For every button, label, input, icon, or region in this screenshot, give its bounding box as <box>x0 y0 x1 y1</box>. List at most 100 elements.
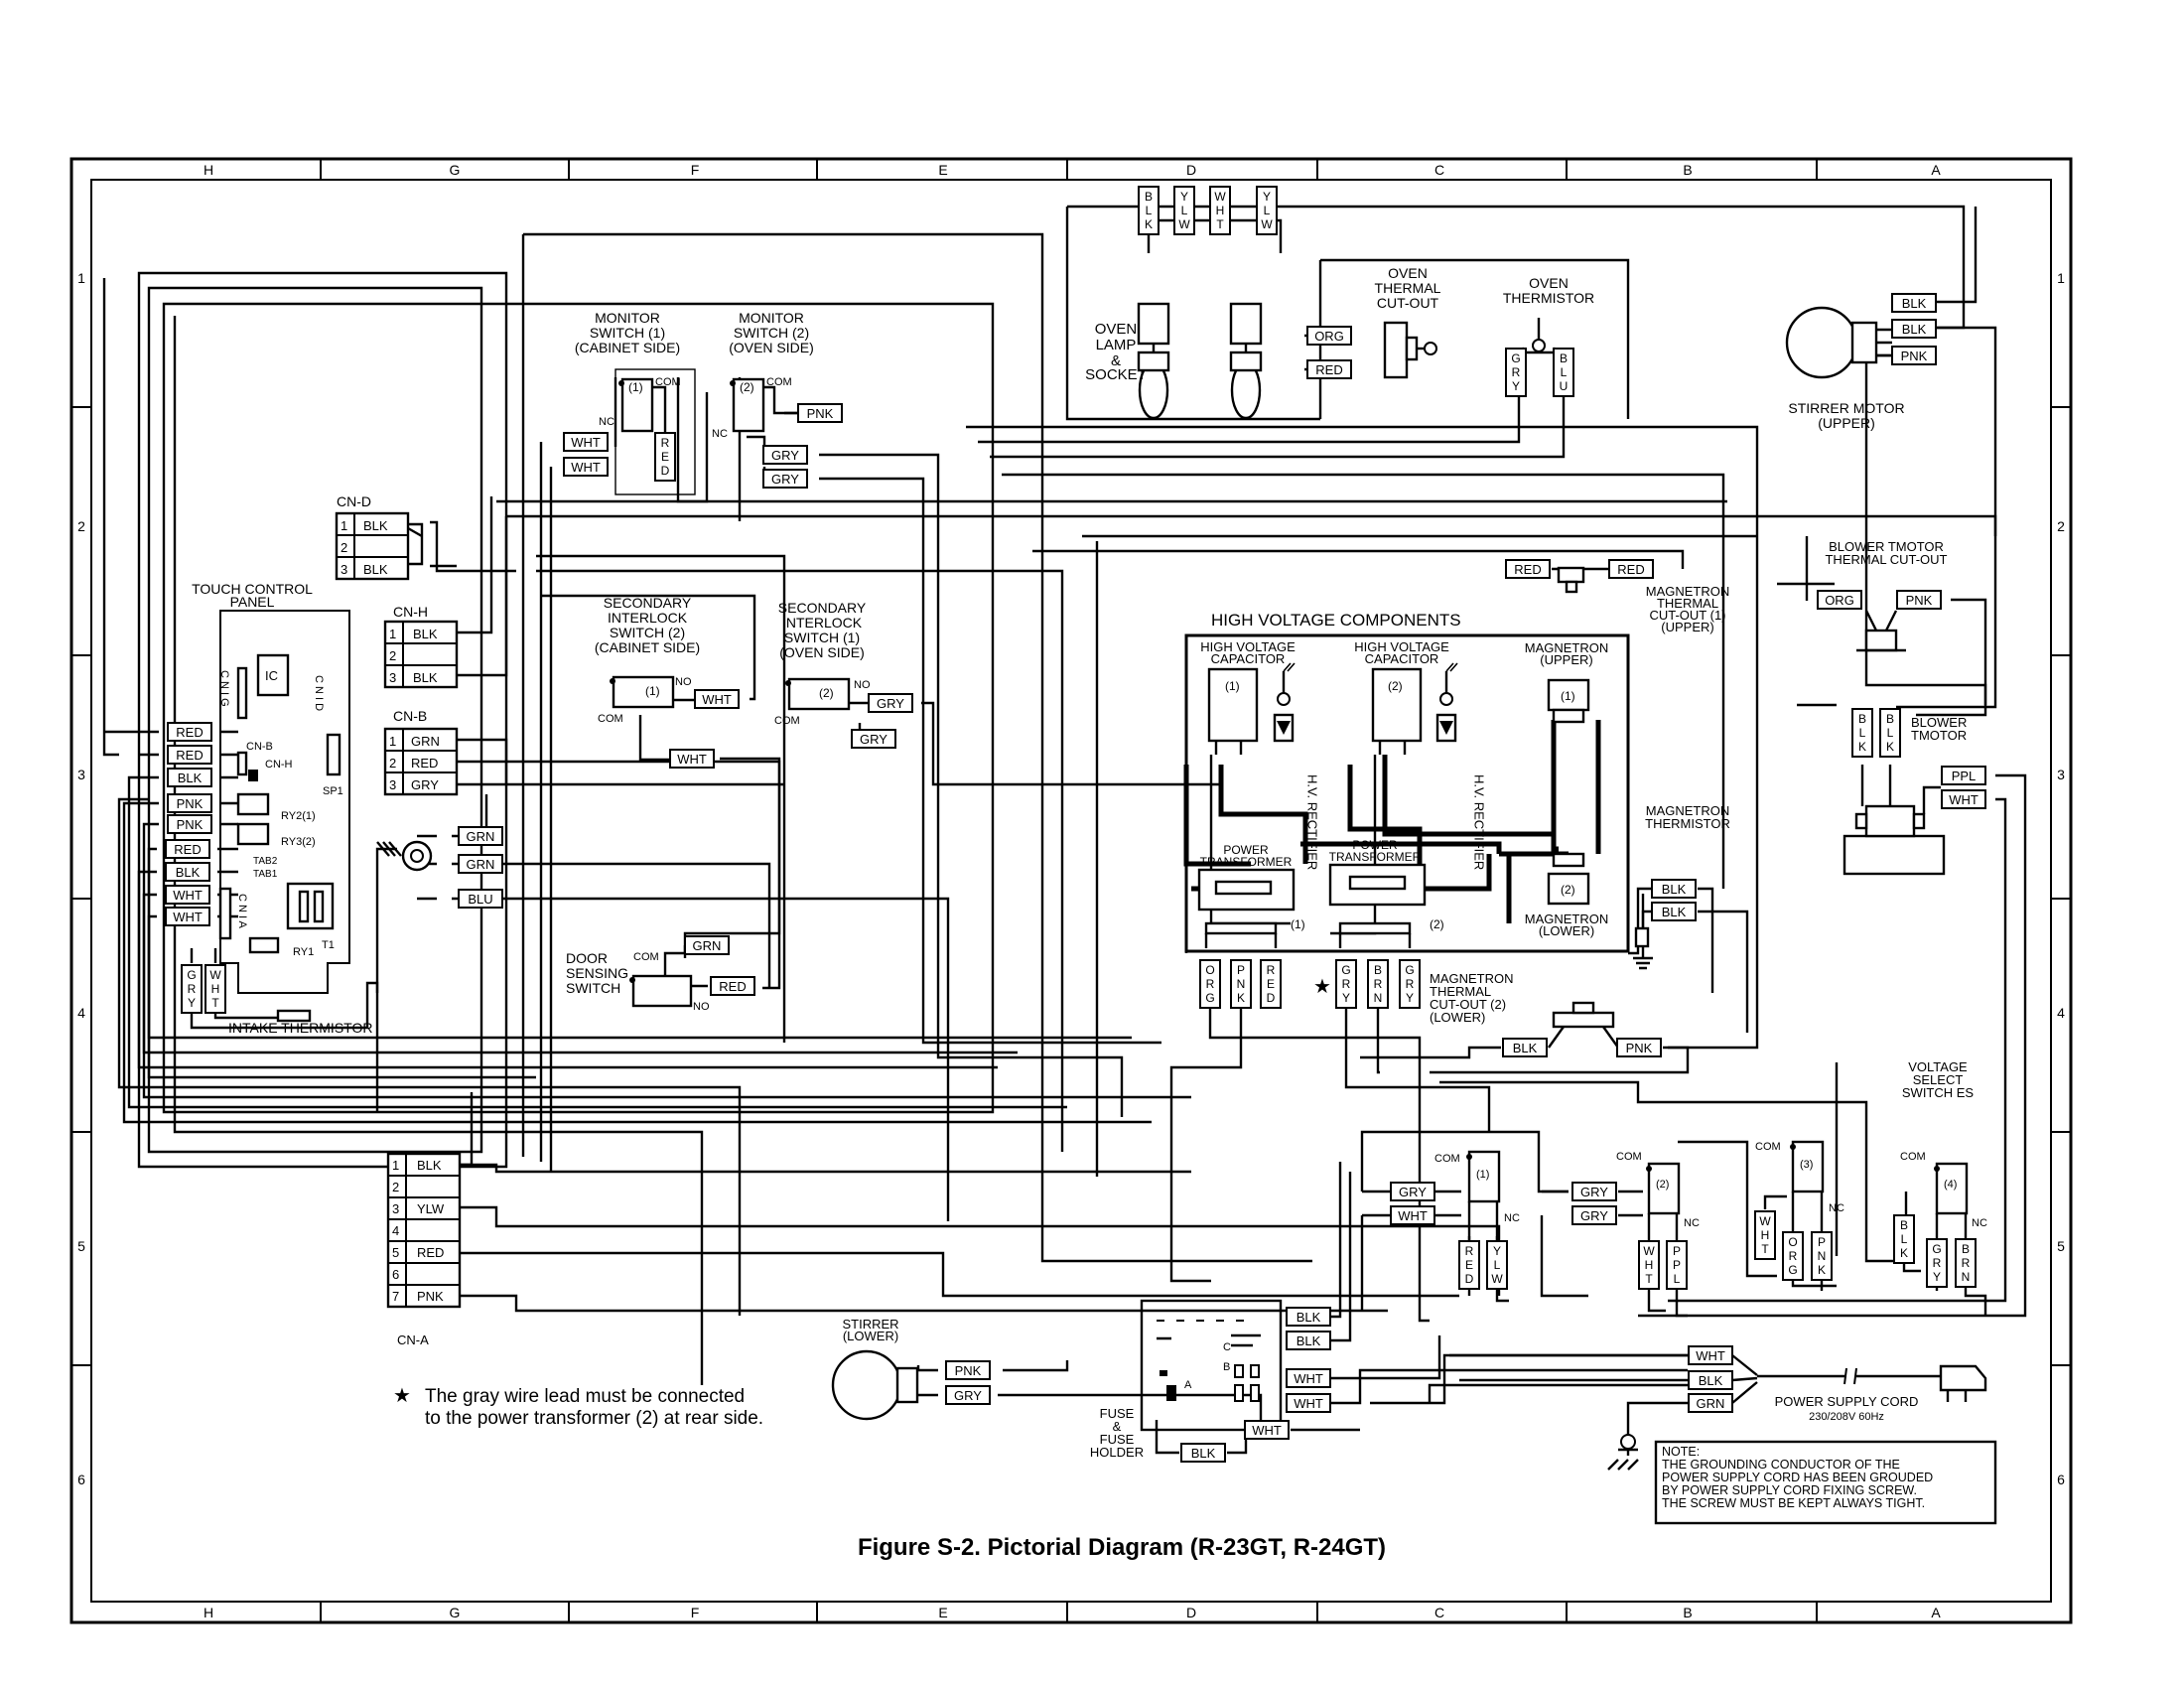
wire-tag-text: GRN <box>1697 1396 1725 1411</box>
svg-text:TAB1: TAB1 <box>253 869 278 880</box>
wire-tag-text: WHT <box>571 435 601 450</box>
svg-text:TMOTOR: TMOTOR <box>1911 728 1967 743</box>
wire-tag-red: RED <box>167 745 212 765</box>
svg-text:NOTE:: NOTE: <box>1662 1445 1700 1459</box>
svg-text:6: 6 <box>77 1472 85 1487</box>
wire-tag-ylw: YLW <box>1486 1240 1508 1290</box>
svg-text:(LOWER): (LOWER) <box>1539 923 1594 938</box>
wire-tag-gry: GRY <box>945 1385 991 1405</box>
wire-tag-text: BLK <box>1662 882 1687 897</box>
wire-tag-red: RED <box>167 722 212 742</box>
svg-text:3: 3 <box>341 562 347 577</box>
intake-thermistor: INTAKE THERMISTOR <box>228 1009 372 1036</box>
wire-tag-gry: GRY <box>181 964 203 1014</box>
wire-tag-text: B <box>1145 190 1153 204</box>
wire-tag-text: G <box>1511 351 1520 365</box>
svg-text:(UPPER): (UPPER) <box>1540 652 1592 667</box>
wire-tag-text: L <box>1146 204 1153 217</box>
svg-text:SWITCH: SWITCH <box>566 980 620 996</box>
wire-tag-pnk: PNK <box>167 793 212 813</box>
wire-tag-text: BLU <box>468 892 492 907</box>
svg-text:1: 1 <box>2057 270 2065 286</box>
wire-tag-blk: BLK <box>1502 1038 1548 1057</box>
svg-text:B: B <box>1683 1605 1692 1620</box>
svg-text:(2): (2) <box>1430 917 1444 931</box>
svg-text:THE SCREW MUST BE KEPT ALWAYS: THE SCREW MUST BE KEPT ALWAYS TIGHT. <box>1662 1496 1925 1510</box>
svg-text:(3): (3) <box>1800 1159 1813 1171</box>
wire-tag-text: P <box>1673 1258 1681 1272</box>
svg-text:RY1: RY1 <box>293 946 314 958</box>
svg-text:1: 1 <box>389 627 396 641</box>
svg-text:B: B <box>1683 162 1692 178</box>
wire-tag-gry: GRY <box>1505 348 1527 397</box>
wire-tag-text: N <box>1374 991 1383 1005</box>
wire-tag-text: K <box>1237 991 1245 1005</box>
wire-tag-text: H <box>1645 1258 1654 1272</box>
svg-text:4: 4 <box>77 1005 85 1021</box>
svg-text:INTERLOCK: INTERLOCK <box>782 615 863 631</box>
wire-tag-text: T <box>1761 1242 1769 1256</box>
svg-text:GRY: GRY <box>411 777 439 792</box>
svg-text:MAGNETRON: MAGNETRON <box>1525 640 1609 655</box>
wire-tag-text: P <box>1237 963 1245 977</box>
wire-tag-text: GRY <box>954 1388 982 1403</box>
svg-text:(1): (1) <box>1561 689 1575 703</box>
svg-text:5: 5 <box>392 1245 399 1260</box>
wire-tag-text: Y <box>1933 1270 1941 1284</box>
svg-text:RED: RED <box>417 1245 444 1260</box>
monitor-switch-2: (2) COM NC MONITOR SWITCH (2) (OVEN SIDE… <box>712 310 814 440</box>
svg-text:PANEL: PANEL <box>230 594 275 610</box>
svg-text:HIGH VOLTAGE: HIGH VOLTAGE <box>1354 639 1449 654</box>
svg-text:to the power transformer (2) a: to the power transformer (2) at rear sid… <box>425 1408 763 1429</box>
wire-tag-text: K <box>1145 217 1153 231</box>
wire-tag-gry: GRY <box>1926 1238 1948 1288</box>
svg-text:(1): (1) <box>1291 917 1305 931</box>
svg-text:THERMAL: THERMAL <box>1430 984 1491 999</box>
wire-tag-pnk: PNK <box>1896 590 1942 610</box>
wire-tag-text: B <box>1886 712 1894 726</box>
wire-tag-org: ORG <box>1782 1231 1804 1281</box>
wire-tag-pnk: PNK <box>1891 346 1937 365</box>
svg-text:MAGNETRON: MAGNETRON <box>1430 971 1514 986</box>
wire-tag-wht: WHT <box>563 432 609 452</box>
grounding-note: NOTE: THE GROUNDING CONDUCTOR OF THE POW… <box>1654 1440 1997 1525</box>
wire-tag-text: L <box>1901 1232 1908 1246</box>
svg-text:THERMISTOR: THERMISTOR <box>1645 816 1730 831</box>
wire-tag-text: PNK <box>807 406 834 421</box>
svg-text:(2): (2) <box>819 686 834 700</box>
svg-text:F: F <box>691 162 700 178</box>
svg-text:C: C <box>1223 1341 1231 1353</box>
svg-text:D: D <box>1186 1605 1196 1620</box>
svg-text:HIGH VOLTAGE: HIGH VOLTAGE <box>1200 639 1296 654</box>
secondary-interlock-switch-2: SECONDARY INTERLOCK SWITCH (2) (CABINET … <box>595 595 700 725</box>
wire-tag-blk: BLK <box>165 862 210 882</box>
svg-text:COM: COM <box>1434 1153 1460 1165</box>
svg-text:G: G <box>450 1605 461 1620</box>
wire-tag-gry: GRY <box>1335 959 1357 1009</box>
wire-tag-ylw: YLW <box>1256 186 1278 235</box>
wire-tag-text: L <box>1264 204 1271 217</box>
wire-tag-red: RED <box>1306 359 1352 379</box>
wire-tag-org: ORG <box>1199 959 1221 1009</box>
wire-tag-text: W <box>1178 217 1190 231</box>
svg-text:(LOWER): (LOWER) <box>843 1329 898 1343</box>
wire-tag-red: RED <box>1608 559 1654 579</box>
wire-tag-text: PNK <box>1901 349 1928 363</box>
wire-tag-gry: GRY <box>762 445 808 465</box>
wire-tag-text: W <box>1491 1272 1503 1286</box>
wire-tag-wht: WHT <box>1286 1368 1331 1388</box>
wire-tag-pnk: PNK <box>1811 1231 1833 1281</box>
wire-tag-text: GRN <box>467 857 495 872</box>
svg-text:FUSE: FUSE <box>1100 1406 1135 1421</box>
wire-tag-text: WHT <box>1949 792 1979 807</box>
wire-tag-pnk: PNK <box>945 1360 991 1380</box>
svg-text:The gray wire lead must be con: The gray wire lead must be connected <box>425 1386 745 1407</box>
svg-text:NC: NC <box>712 428 728 440</box>
svg-text:4: 4 <box>392 1223 399 1238</box>
stirrer-motor-lower: STIRRER (LOWER) <box>831 1317 919 1421</box>
svg-text:BY POWER SUPPLY CORD FIXING SC: BY POWER SUPPLY CORD FIXING SCREW. <box>1662 1483 1917 1497</box>
wire-tag-text: R <box>1512 365 1521 379</box>
wire-tag-gry: GRY <box>1390 1182 1435 1201</box>
wire-tag-red: RED <box>1260 959 1282 1009</box>
svg-text:SWITCH (1): SWITCH (1) <box>590 325 665 341</box>
